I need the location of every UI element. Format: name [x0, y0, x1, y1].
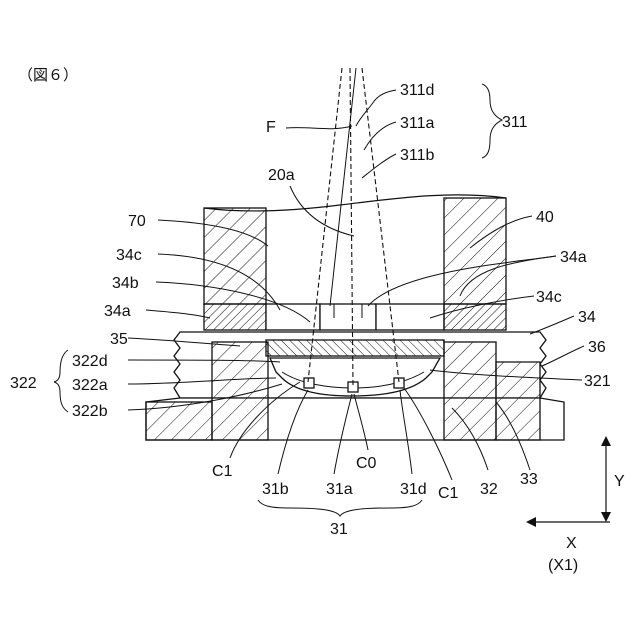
leader-311d	[356, 90, 396, 126]
block-33	[444, 342, 496, 440]
element-31b	[304, 378, 314, 388]
label-32: 32	[480, 481, 498, 498]
layer-34b	[266, 304, 320, 330]
brace-322	[54, 350, 68, 412]
label-31b: 31b	[262, 481, 289, 498]
layer-34-center	[320, 304, 376, 330]
label-321: 321	[584, 373, 611, 390]
label-36: 36	[588, 339, 606, 356]
axis-x-arrow-left	[526, 517, 536, 527]
layer-34a-right	[444, 304, 506, 330]
label-34a-right: 34a	[560, 249, 587, 266]
label-311d: 311d	[400, 82, 434, 99]
label-31: 31	[330, 521, 348, 538]
wall-40	[444, 198, 506, 304]
axis-label-X1: (X1)	[548, 557, 578, 574]
leader-36	[542, 346, 584, 366]
brace-31	[258, 500, 422, 516]
block-322-left	[212, 342, 268, 440]
axis-y-arrow-down	[601, 512, 611, 522]
axis-y-arrow-up	[601, 436, 611, 446]
label-34c-left: 34c	[116, 247, 142, 264]
label-F: F	[266, 119, 276, 136]
label-34b: 34b	[112, 275, 139, 292]
label-34: 34	[578, 309, 596, 326]
label-C1-left: C1	[212, 463, 233, 480]
label-34c-right: 34c	[536, 289, 562, 306]
block-base-left	[146, 402, 212, 440]
label-31a: 31a	[326, 481, 353, 498]
label-34a-left: 34a	[104, 303, 131, 320]
label-C1-right: C1	[438, 485, 459, 502]
label-35: 35	[110, 331, 128, 348]
leader-F	[286, 126, 352, 129]
label-311: 311	[502, 114, 528, 131]
figure-caption: （図６）	[18, 67, 78, 84]
wall-70	[204, 208, 266, 304]
label-322d: 322d	[72, 353, 108, 370]
leader-311b	[362, 154, 396, 178]
label-70: 70	[128, 213, 146, 230]
label-20a: 20a	[268, 167, 295, 184]
label-C0: C0	[356, 455, 377, 472]
label-311b: 311b	[400, 147, 435, 164]
label-322a: 322a	[72, 377, 108, 394]
leader-20a	[290, 186, 354, 236]
label-31d: 31d	[400, 481, 427, 498]
cover-35	[266, 340, 444, 356]
label-322b: 322b	[72, 403, 108, 420]
label-322: 322	[10, 375, 37, 392]
leader-34a-left	[146, 310, 210, 318]
block-33-outer	[496, 362, 540, 440]
brace-311	[482, 84, 502, 158]
label-33: 33	[520, 471, 538, 488]
leader-34	[530, 316, 574, 334]
label-40: 40	[536, 209, 554, 226]
layer-34a-left	[204, 304, 266, 330]
axis-label-Y: Y	[614, 473, 625, 490]
label-311a: 311a	[400, 115, 435, 132]
axis-label-X: X	[566, 535, 577, 552]
